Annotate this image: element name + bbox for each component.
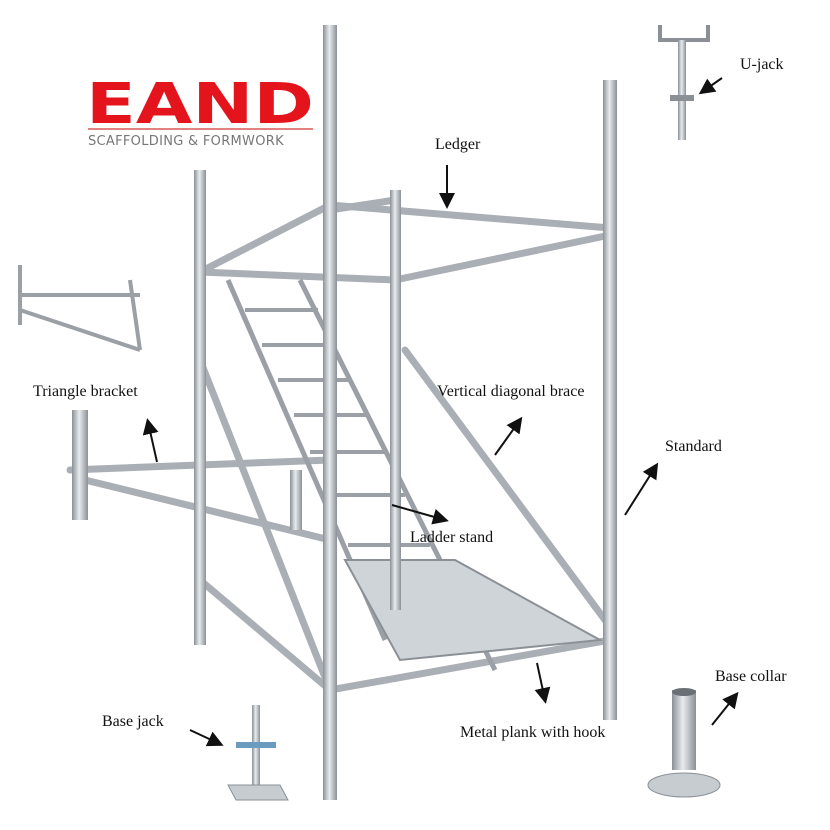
arrow-vertical-diagonal-brace xyxy=(494,416,523,456)
base-jack-inset xyxy=(227,705,289,801)
label-triangle-bracket: Triangle bracket xyxy=(33,383,138,400)
label-vertical-diagonal-brace: Vertical diagonal brace xyxy=(437,383,585,400)
label-base-jack: Base jack xyxy=(102,713,164,730)
u-jack-inset xyxy=(658,25,710,140)
arrow-base-jack xyxy=(189,729,224,747)
arrow-standard xyxy=(624,462,659,516)
triangle-bracket-inset xyxy=(18,265,142,352)
arrow-ladder-stand xyxy=(391,504,449,525)
standards xyxy=(72,25,617,800)
label-standard: Standard xyxy=(665,438,722,455)
logo-tagline: SCAFFOLDING & FORMWORK xyxy=(88,134,284,149)
logo-mark: EAND xyxy=(86,72,314,137)
label-ledger: Ledger xyxy=(435,136,481,153)
base-collar-inset xyxy=(647,688,721,798)
arrow-triangle-bracket xyxy=(142,418,159,463)
svg-text:EAND: EAND xyxy=(86,72,314,137)
arrow-base-collar xyxy=(711,691,739,726)
callout-arrows xyxy=(142,77,739,747)
label-ladder-stand: Ladder stand xyxy=(410,529,494,546)
label-metal-plank-with-hook: Metal plank with hook xyxy=(460,724,606,741)
arrow-metal-plank xyxy=(534,662,551,704)
metal-plank xyxy=(343,559,604,662)
label-base-collar: Base collar xyxy=(715,668,787,685)
arrow-u-jack xyxy=(698,77,723,95)
label-u-jack: U-jack xyxy=(740,56,784,73)
